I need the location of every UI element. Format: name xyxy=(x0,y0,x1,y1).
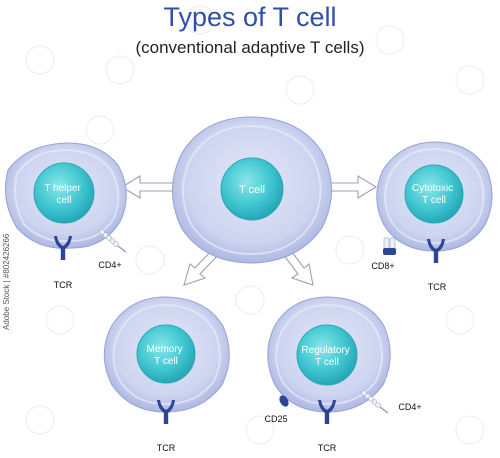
page-title: Types of T cell xyxy=(163,2,337,32)
arrow-to-helper xyxy=(120,175,178,199)
t-helper-label-line-1: T helper xyxy=(44,183,81,194)
regulatory-tcr-label: TCR xyxy=(318,443,337,453)
cytotoxic-nucleus xyxy=(404,164,464,224)
page-subtitle: (conventional adaptive T cells) xyxy=(135,38,365,57)
central-t-cell: T cell xyxy=(172,116,332,264)
t-helper-cd4-icon xyxy=(98,229,127,253)
t-helper-nucleus xyxy=(33,162,95,224)
regulatory-cd4-label: CD4+ xyxy=(398,402,421,412)
cytotoxic-tcr-label: TCR xyxy=(428,282,447,292)
memory-label-line-1: Memory xyxy=(147,344,183,355)
regulatory-label-line-2: T cell xyxy=(315,357,339,368)
t-helper-cd4-label: CD4+ xyxy=(98,260,121,270)
svg-text:Memory T cell: Memory T cell xyxy=(147,344,186,367)
cytotoxic-label-line-1: Cytotoxic xyxy=(412,183,453,194)
t-helper-cell: T helper cell xyxy=(5,142,127,260)
svg-text:T cell: T cell xyxy=(239,184,265,196)
memory-nucleus xyxy=(136,324,196,384)
svg-text:Regulatory T cell: Regulatory T cell xyxy=(301,345,352,368)
memory-label-line-2: T cell xyxy=(154,356,178,367)
cytotoxic-cd8-label: CD8+ xyxy=(371,261,394,271)
svg-text:Cytotoxic T cell: Cytotoxic T cell xyxy=(412,183,456,206)
memory-tcr-label: TCR xyxy=(157,443,176,453)
memory-t-cell: Memory T cell xyxy=(103,296,230,424)
t-helper-tcr-label: TCR xyxy=(54,280,73,290)
regulatory-label-line-1: Regulatory xyxy=(301,345,349,356)
regulatory-t-cell: Regulatory T cell xyxy=(267,296,391,424)
regulatory-nucleus xyxy=(296,324,358,386)
regulatory-cd25-label: CD25 xyxy=(264,414,287,424)
cytotoxic-label-line-2: T cell xyxy=(422,195,446,206)
arrow-to-memory xyxy=(183,247,220,286)
central-t-cell-nucleus xyxy=(220,157,284,221)
t-helper-label-line-2: cell xyxy=(56,195,71,206)
cytotoxic-t-cell: Cytotoxic T cell xyxy=(376,141,493,263)
central-t-cell-label: T cell xyxy=(239,184,265,196)
regulatory-cd25-icon xyxy=(279,395,289,407)
arrow-to-cytotoxic xyxy=(327,175,378,199)
svg-text:T helper cell: T helper cell xyxy=(44,183,83,206)
cytotoxic-cd8-icon xyxy=(383,237,396,255)
